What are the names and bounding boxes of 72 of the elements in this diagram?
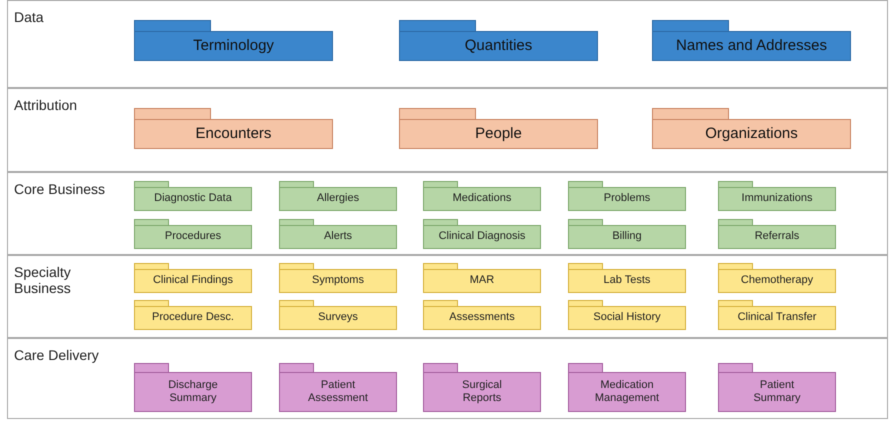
folder-box — [134, 108, 333, 149]
folder-label: MAR — [468, 274, 496, 288]
folder-label: Immunizations — [740, 192, 814, 206]
folder-label: Procedures — [164, 230, 222, 244]
folder-box — [423, 363, 541, 412]
layer-heading: Care Delivery — [14, 347, 100, 364]
folder-box — [652, 20, 851, 61]
folder-box — [718, 181, 836, 211]
folder-box — [399, 108, 598, 149]
folder-label: Chemotherapy — [740, 274, 814, 288]
folder-box — [568, 181, 686, 211]
folder-box — [568, 219, 686, 249]
folder-box — [279, 300, 397, 330]
folder-box — [652, 108, 851, 149]
folder-box — [718, 300, 836, 330]
layer-heading: Data — [14, 9, 45, 26]
folder-label: Patient Assessment — [307, 378, 369, 406]
folder-box — [568, 363, 686, 412]
folder-label: Clinical Diagnosis — [438, 230, 526, 244]
folder-label: Surgical Reports — [461, 378, 503, 406]
folder-box — [423, 219, 541, 249]
folder-label: Medications — [452, 192, 512, 206]
folder-label: Discharge Summary — [167, 378, 219, 406]
folder-label: Lab Tests — [602, 274, 652, 288]
folder-label: Symptoms — [311, 274, 365, 288]
folder-label: Medication Management — [594, 378, 660, 406]
layer-band — [7, 88, 888, 172]
folder-box — [134, 20, 333, 61]
folder-box — [134, 219, 252, 249]
folder-label: Clinical Findings — [152, 274, 234, 288]
folder-label: Problems — [602, 192, 652, 206]
folder-box — [134, 181, 252, 211]
folder-label: Clinical Transfer — [736, 311, 818, 325]
layer-heading: Core Business — [14, 181, 106, 198]
folder-label: Billing — [611, 230, 643, 244]
folder-label: Organizations — [704, 125, 799, 143]
folder-box — [718, 219, 836, 249]
layer-heading: Specialty Business — [14, 264, 72, 296]
layer-heading: Attribution — [14, 97, 78, 114]
folder-box — [279, 363, 397, 412]
folder-label: Assessments — [448, 311, 516, 325]
folder-label: Alerts — [322, 230, 354, 244]
folder-box — [399, 20, 598, 61]
folder-box — [718, 363, 836, 412]
folder-label: Patient Summary — [752, 378, 802, 406]
folder-box — [568, 263, 686, 293]
layer-band — [7, 0, 888, 88]
folder-box — [134, 263, 252, 293]
folder-label: Social History — [592, 311, 662, 325]
folder-label: People — [474, 125, 523, 143]
folder-box — [423, 181, 541, 211]
folder-box — [134, 363, 252, 412]
folder-label: Procedure Desc. — [151, 311, 235, 325]
folder-box — [568, 300, 686, 330]
folder-box — [718, 263, 836, 293]
folder-label: Surveys — [317, 311, 359, 325]
folder-label: Referrals — [754, 230, 800, 244]
folder-label: Terminology — [192, 37, 275, 55]
folder-label: Allergies — [316, 192, 360, 206]
folder-label: Names and Addresses — [675, 37, 828, 55]
folder-label: Quantities — [464, 37, 534, 55]
folder-box — [279, 219, 397, 249]
folder-box — [134, 300, 252, 330]
layer-band — [7, 172, 888, 255]
folder-label: Encounters — [194, 125, 272, 143]
folder-box — [279, 181, 397, 211]
layer-band — [7, 338, 888, 419]
folder-box — [423, 300, 541, 330]
folder-box — [279, 263, 397, 293]
folder-label: Diagnostic Data — [153, 192, 233, 206]
folder-box — [423, 263, 541, 293]
layer-band — [7, 255, 888, 338]
